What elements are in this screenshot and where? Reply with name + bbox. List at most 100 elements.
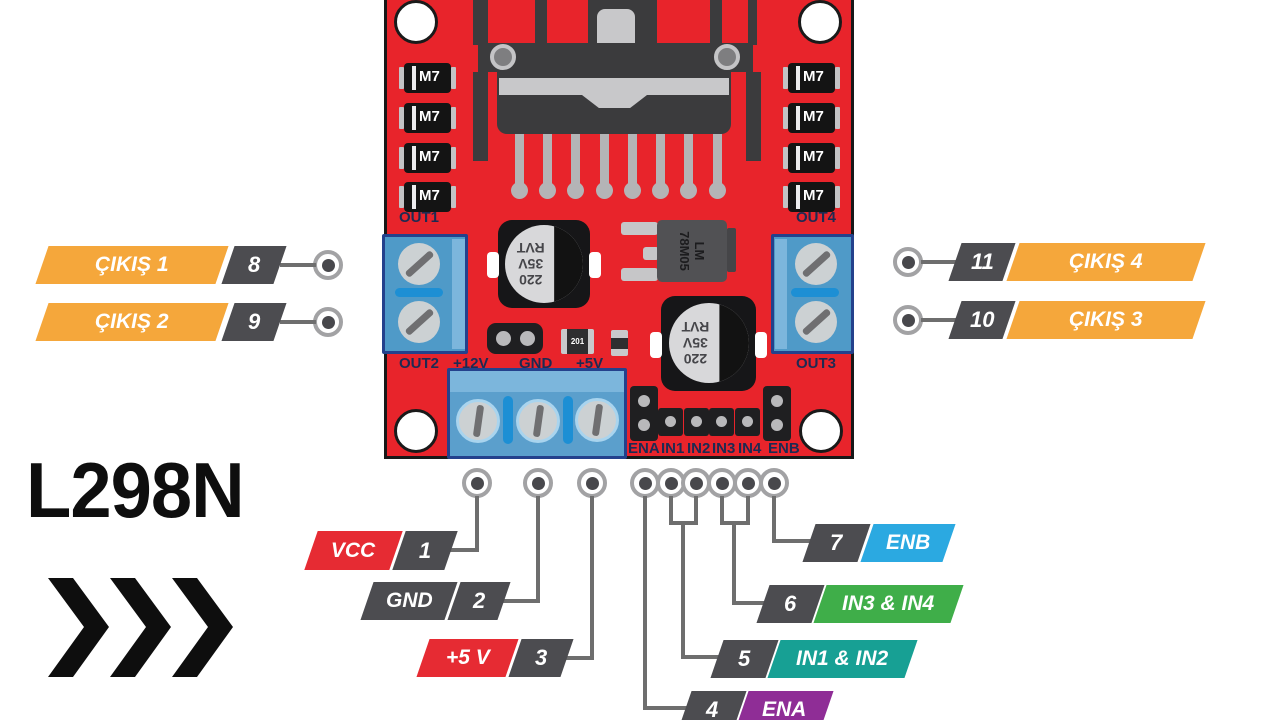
terminal-screw	[456, 399, 500, 443]
heatsink-tab	[597, 9, 635, 45]
regulator-pin	[643, 247, 659, 260]
wire	[643, 496, 647, 710]
terminal-screw	[575, 398, 619, 442]
header-pin	[742, 416, 753, 427]
ic-pin-tip	[709, 182, 726, 199]
diode-m7: M7	[783, 143, 840, 173]
screw-slot	[404, 308, 434, 336]
heatsink-fin-gap	[722, 0, 748, 43]
terminal-screw	[795, 243, 837, 285]
screw-slot	[404, 250, 434, 278]
diode-m7: M7	[399, 103, 456, 133]
diode-m7: M7	[783, 103, 840, 133]
smd-resistor-marking: 201	[567, 329, 588, 354]
pin-header-enb	[763, 386, 791, 441]
terminal-screw	[398, 301, 440, 343]
diode-m7: M7	[783, 63, 840, 93]
header-pin	[638, 395, 650, 407]
wire	[921, 318, 957, 322]
wire	[720, 496, 724, 525]
pin-header-in2	[684, 408, 709, 436]
pin4-badge: 4	[678, 691, 747, 720]
wire	[563, 656, 594, 660]
ena-label: ENA	[735, 691, 834, 720]
jumper-pin	[496, 331, 511, 346]
5v-label: +5 V	[416, 639, 519, 677]
voltage-regulator	[657, 220, 727, 282]
pin-connector	[313, 307, 343, 337]
terminal-highlight	[452, 239, 465, 349]
vcc-label: VCC	[304, 531, 403, 570]
header-pin	[771, 419, 783, 431]
capacitor-marking: 220 35V RVT	[516, 240, 545, 288]
silk-5v: +5V	[576, 355, 604, 372]
header-pin	[691, 416, 702, 427]
heatsink-leg	[746, 72, 761, 161]
pin-connector	[656, 468, 686, 498]
capacitor: 220 35V RVT	[487, 220, 601, 308]
screw-slot	[591, 403, 603, 437]
diode-m7: M7	[399, 143, 456, 173]
regulator-pin	[621, 222, 658, 235]
cikis1-label: ÇIKIŞ 1	[35, 246, 229, 284]
cikis2-label: ÇIKIŞ 2	[35, 303, 229, 341]
terminal-screw	[398, 243, 440, 285]
silk-12v: +12V	[453, 355, 489, 372]
silk-out3: OUT3	[796, 355, 837, 372]
terminal-divider	[503, 396, 513, 444]
ic-pin-tip	[596, 182, 613, 199]
terminal-divider	[395, 288, 443, 297]
pin-header-in1	[658, 408, 683, 436]
regulator-pin	[621, 268, 658, 281]
wire	[475, 496, 479, 552]
cikis3-label: ÇIKIŞ 3	[1006, 301, 1206, 339]
heatsink-fin-gap	[657, 0, 710, 43]
pin-header-ena	[630, 386, 658, 441]
pin-connector	[313, 250, 343, 280]
wire	[732, 601, 767, 605]
heatsink-screw	[714, 44, 740, 70]
mounting-hole	[394, 0, 438, 44]
silk-out2: OUT2	[399, 355, 440, 372]
page-title: L298N	[26, 446, 245, 534]
silk-out1: OUT1	[399, 209, 440, 226]
ic-pin-tip	[511, 182, 528, 199]
wire	[921, 260, 957, 264]
smd-component	[611, 330, 628, 356]
silk-out4: OUT4	[796, 209, 837, 226]
cikis4-label: ÇIKIŞ 4	[1006, 243, 1206, 281]
wire	[772, 539, 813, 543]
header-pin	[771, 395, 783, 407]
pin-connector	[462, 468, 492, 498]
ic-pin	[713, 134, 722, 186]
terminal-highlight	[775, 239, 787, 349]
ic-notch	[582, 95, 647, 108]
silk-in1: IN1	[661, 440, 685, 457]
terminal-divider	[563, 396, 573, 444]
capacitor-marking: 220 35V RVT	[681, 319, 710, 367]
terminal-divider	[791, 288, 839, 297]
ic-pin	[571, 134, 580, 186]
heatsink-bar	[478, 43, 753, 72]
pin8-badge: 8	[221, 246, 287, 284]
in1-in2-label: IN1 & IN2	[767, 640, 918, 678]
silk-in4: IN4	[738, 440, 762, 457]
wire	[681, 655, 721, 659]
screw-slot	[532, 404, 544, 438]
pin9-badge: 9	[221, 303, 287, 341]
capacitor-disc: 220 35V RVT	[669, 303, 749, 383]
pin-header-in4	[735, 408, 760, 436]
ic-pin	[684, 134, 693, 186]
silk-gnd: GND	[519, 355, 553, 372]
mounting-hole	[799, 409, 843, 453]
ic-pin-tip	[624, 182, 641, 199]
pin11-badge: 11	[948, 243, 1016, 281]
heatsink-leg	[473, 72, 488, 161]
capacitor-polarity-wedge	[719, 303, 749, 383]
pin-connector	[893, 247, 923, 277]
ic-pin	[656, 134, 665, 186]
pin-header-in3	[709, 408, 734, 436]
diode-m7: M7	[399, 63, 456, 93]
ic-pin	[628, 134, 637, 186]
wire	[681, 521, 685, 659]
